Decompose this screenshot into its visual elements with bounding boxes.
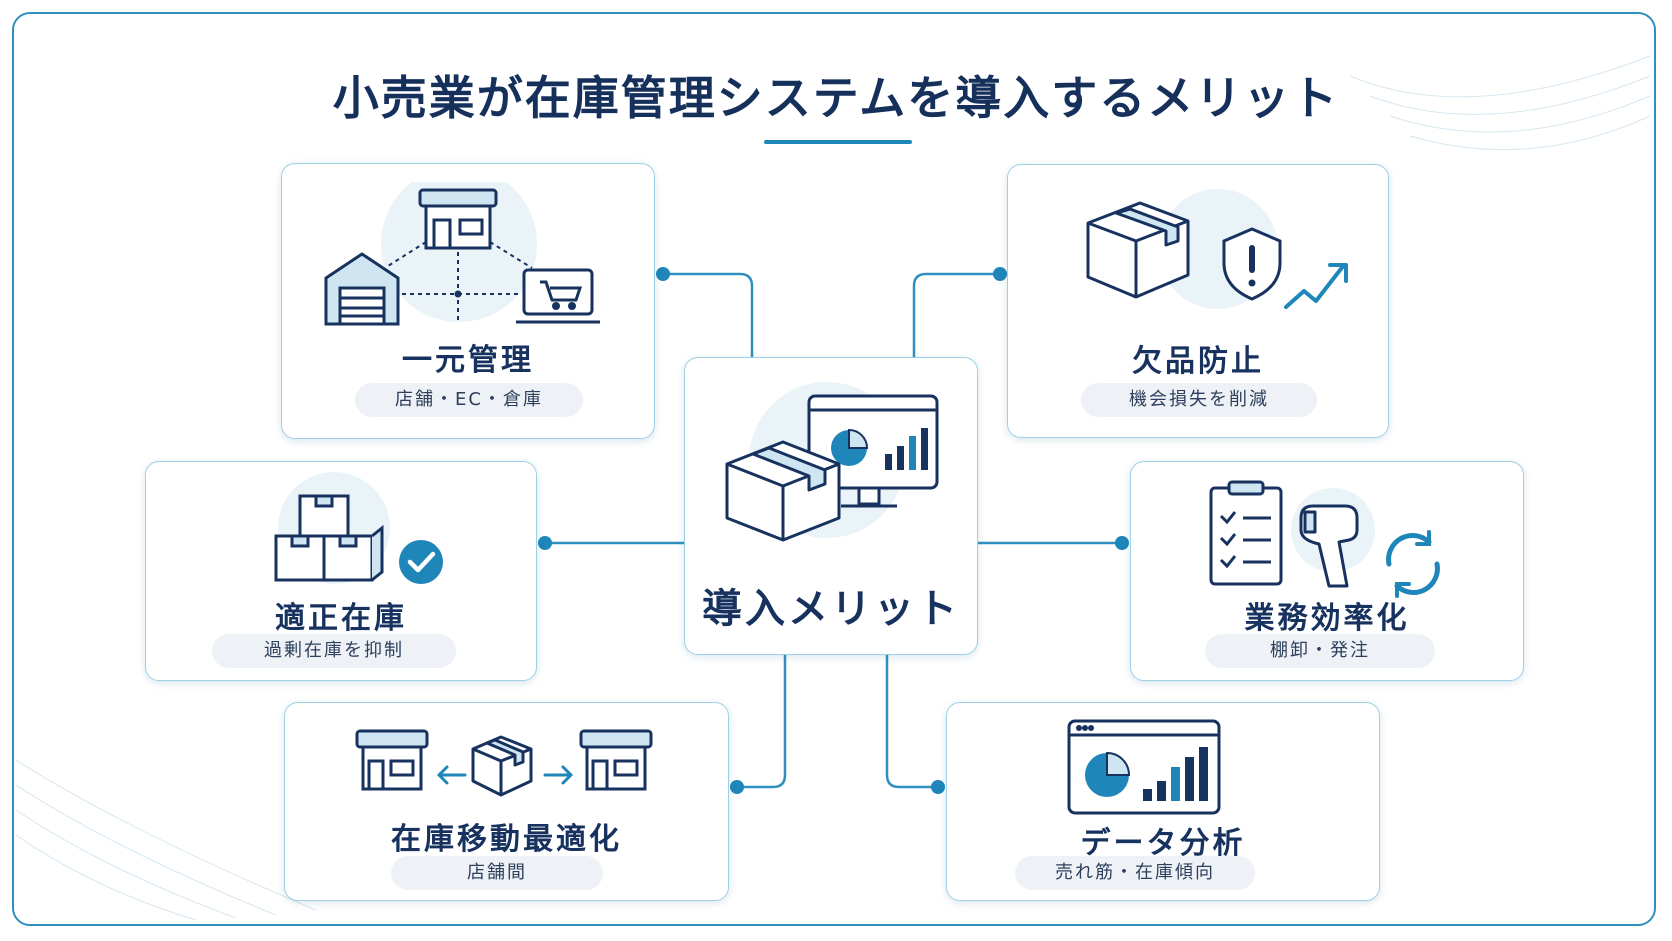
card-centralized-subtitle: 店舗・EC・倉庫 — [355, 383, 583, 417]
analysis-illustration — [1067, 719, 1221, 815]
center-illustration — [725, 382, 939, 542]
connector-dot-stockout — [993, 267, 1007, 281]
efficiency-illustration — [1209, 480, 1440, 598]
decorative-wave-bottom-left — [16, 759, 316, 920]
card-stockout-title: 欠品防止 — [1132, 344, 1264, 379]
center-title: 導入メリット — [702, 586, 960, 632]
box-icon — [725, 440, 841, 542]
store-icon — [418, 188, 498, 250]
warehouse-icon — [324, 252, 400, 326]
page-title: 小売業が在庫管理システムを導入するメリット — [332, 71, 1340, 125]
decorative-wave-top-right — [1350, 55, 1650, 151]
card-analysis: データ分析 売れ筋・在庫傾向 — [946, 702, 1380, 901]
connector-dot-centralized — [656, 267, 670, 281]
shield-alert-icon — [1222, 227, 1282, 301]
card-efficiency: 業務効率化 棚卸・発注 — [1130, 461, 1524, 681]
check-circle-icon — [399, 540, 443, 584]
card-stockout-subtitle: 機会損失を削減 — [1081, 383, 1317, 417]
bar-chart-icon — [885, 428, 928, 470]
pie-chart-icon — [831, 428, 869, 466]
connector-centralized — [663, 272, 754, 357]
card-proper-subtitle: 過剰在庫を抑制 — [212, 634, 456, 668]
card-centralized: 一元管理 店舗・EC・倉庫 — [281, 163, 655, 439]
pie-chart-icon — [1085, 751, 1131, 797]
card-stockout: 欠品防止 機会損失を削減 — [1007, 164, 1389, 438]
store-icon — [355, 729, 429, 791]
box-icon — [1086, 201, 1190, 299]
card-transfer-subtitle: 店舗間 — [391, 856, 603, 890]
card-proper-title: 適正在庫 — [275, 601, 407, 636]
arrow-right-icon — [543, 765, 573, 785]
card-transfer: 在庫移動最適化 店舗間 — [284, 702, 729, 901]
title-underline — [764, 140, 912, 144]
arrow-left-icon — [437, 765, 467, 785]
connector-dot-proper — [538, 536, 552, 550]
connector-dot-analysis — [931, 780, 945, 794]
card-transfer-title: 在庫移動最適化 — [391, 822, 622, 857]
card-proper: 適正在庫 過剰在庫を抑制 — [145, 461, 537, 681]
bar-chart-icon — [1143, 747, 1208, 801]
card-analysis-title: データ分析 — [1080, 826, 1246, 861]
clipboard-checklist-icon — [1209, 480, 1283, 586]
monitor-chart-icon — [807, 394, 939, 508]
refresh-icon — [1386, 530, 1440, 598]
card-centralized-title: 一元管理 — [402, 343, 534, 378]
laptop-cart-icon — [516, 268, 600, 324]
connector-analysis — [885, 655, 938, 789]
centralized-illustration — [324, 182, 600, 326]
barcode-scanner-icon — [1299, 504, 1359, 588]
connector-stockout — [912, 272, 1000, 357]
stockout-illustration — [1086, 189, 1348, 309]
card-analysis-subtitle: 売れ筋・在庫傾向 — [1015, 856, 1255, 890]
transfer-illustration — [355, 729, 653, 797]
center-card: 導入メリット — [684, 357, 978, 655]
trend-arrow-icon — [1284, 263, 1348, 309]
connector-dot-transfer — [730, 780, 744, 794]
card-efficiency-title: 業務効率化 — [1244, 601, 1410, 636]
store-icon — [579, 729, 653, 791]
proper-illustration — [274, 472, 443, 584]
stacked-boxes-icon — [274, 494, 384, 582]
connector-dot-efficiency — [1115, 536, 1129, 550]
connector-transfer — [737, 655, 787, 789]
card-efficiency-subtitle: 棚卸・発注 — [1205, 634, 1435, 668]
box-icon — [471, 735, 533, 797]
